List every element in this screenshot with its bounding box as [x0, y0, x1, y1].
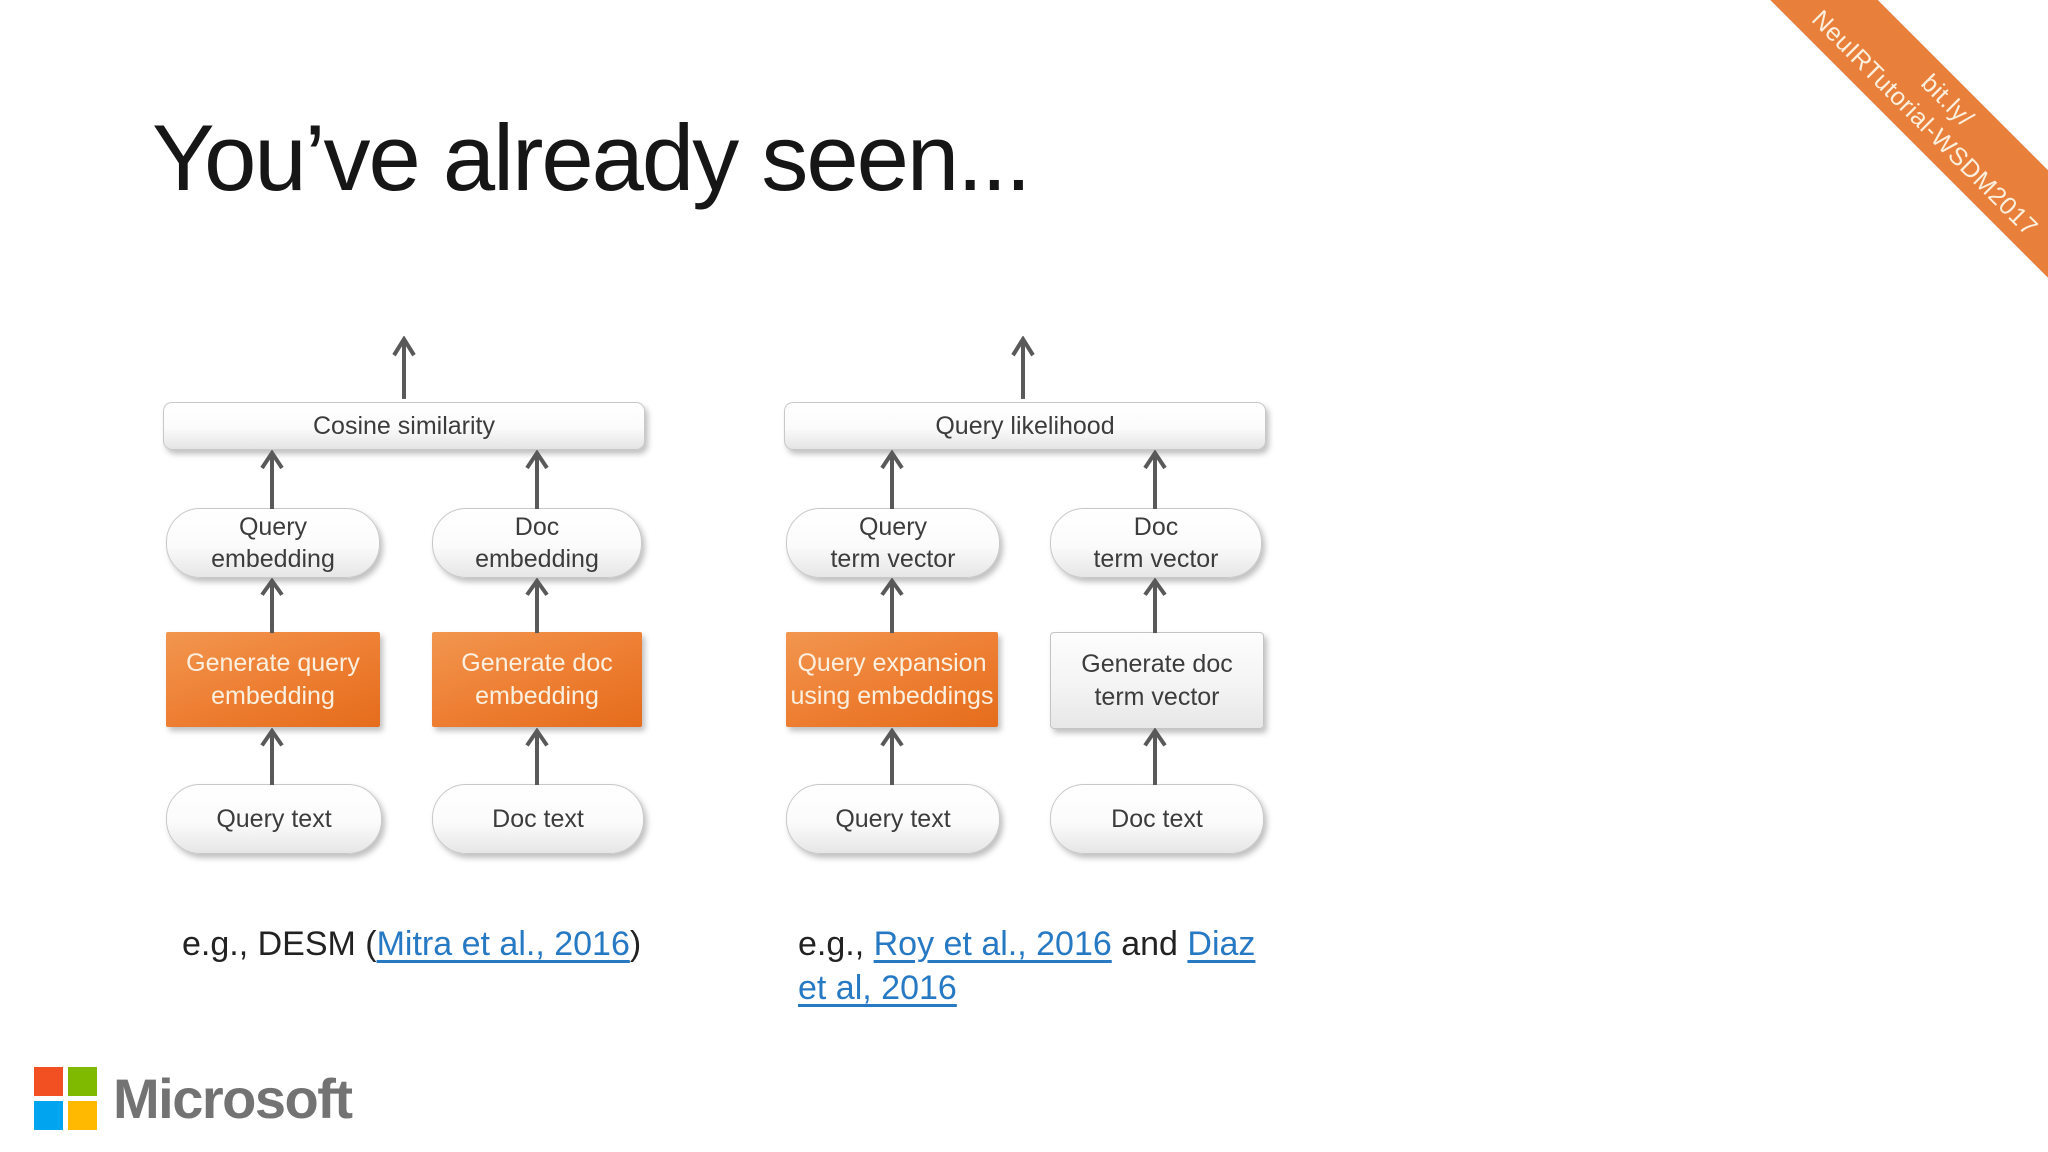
- node-label-line: embedding: [211, 681, 335, 710]
- caption-text: ): [629, 925, 642, 963]
- node-label-line: term vector: [830, 545, 956, 573]
- arrow-up-icon: [525, 450, 549, 509]
- d2-query-expansion-box: Query expansion using embeddings: [786, 632, 998, 727]
- node-label-line: embedding: [475, 681, 599, 710]
- ribbon-line-2: NeuIRTutorial-WSDM2017: [1806, 4, 2044, 242]
- microsoft-logo-icon: [34, 1067, 97, 1130]
- d1-output-bar: Cosine similarity: [163, 402, 645, 450]
- arrow-up-icon: [880, 450, 904, 509]
- ms-square-yellow: [68, 1101, 97, 1130]
- arrow-up-icon: [525, 728, 549, 786]
- node-label-line: Query text: [835, 804, 951, 833]
- d1-generate-query-embedding-box: Generate query embedding: [166, 632, 380, 727]
- d2-output-label: Query likelihood: [935, 411, 1115, 440]
- d1-query-embedding-pill: Query embedding: [166, 508, 380, 578]
- node-label-line: Generate doc: [1081, 650, 1233, 678]
- arrow-up-icon: [1143, 578, 1167, 634]
- ms-square-green: [68, 1067, 97, 1096]
- node-label-line: Query text: [216, 804, 332, 833]
- arrow-up-icon: [260, 728, 284, 786]
- corner-ribbon: bit.ly/ NeuIRTutorial-WSDM2017: [1708, 0, 2048, 340]
- d1-caption: e.g., DESM (Mitra et al., 2016): [182, 922, 641, 966]
- arrow-up-icon: [392, 336, 416, 399]
- d1-query-text-pill: Query text: [166, 784, 382, 854]
- arrow-up-icon: [260, 578, 284, 634]
- node-label-line: Query: [238, 512, 308, 541]
- d2-output-bar: Query likelihood: [784, 402, 1266, 450]
- d2-caption: e.g., Roy et al., 2016 and Diaz et al, 2…: [798, 922, 1283, 1010]
- microsoft-wordmark: Microsoft: [113, 1067, 353, 1130]
- d2-generate-doc-term-vector-box: Generate doc term vector: [1050, 632, 1264, 729]
- citation-link[interactable]: Mitra et al., 2016: [376, 925, 630, 963]
- node-label-line: using embeddings: [790, 681, 994, 710]
- caption-text: and: [1111, 925, 1188, 963]
- node-label-line: Query expansion: [797, 649, 987, 677]
- caption-text: e.g., DESM (: [182, 925, 377, 963]
- citation-link[interactable]: Diaz et al, 2016: [798, 925, 1256, 1008]
- ms-square-blue: [34, 1101, 63, 1130]
- ms-square-red: [34, 1067, 63, 1096]
- node-label-line: Doc: [1133, 512, 1179, 541]
- d2-doc-term-vector-pill: Doc term vector: [1050, 508, 1262, 578]
- d2-doc-text-pill: Doc text: [1050, 784, 1264, 854]
- arrow-up-icon: [1011, 336, 1035, 399]
- d1-generate-doc-embedding-box: Generate doc embedding: [432, 632, 642, 727]
- node-label-line: Doc text: [1111, 804, 1203, 833]
- d2-query-term-vector-pill: Query term vector: [786, 508, 1000, 578]
- arrow-up-icon: [525, 578, 549, 634]
- citation-link[interactable]: Roy et al., 2016: [873, 925, 1112, 963]
- node-label-line: Query: [858, 512, 928, 541]
- d1-doc-text-pill: Doc text: [432, 784, 644, 854]
- arrow-up-icon: [260, 450, 284, 509]
- arrow-up-icon: [1143, 728, 1167, 786]
- arrow-up-icon: [1143, 450, 1167, 509]
- slide-title: You’ve already seen...: [152, 105, 1032, 210]
- node-label-line: Doc text: [492, 804, 584, 833]
- node-label-line: Doc: [514, 512, 560, 541]
- node-label-line: term vector: [1094, 682, 1220, 711]
- node-label-line: Generate query: [186, 649, 360, 677]
- d1-output-label: Cosine similarity: [313, 411, 495, 440]
- microsoft-logo: Microsoft: [34, 1066, 353, 1131]
- caption-text: e.g.,: [798, 925, 874, 963]
- d1-doc-embedding-pill: Doc embedding: [432, 508, 642, 578]
- node-label-line: term vector: [1093, 545, 1219, 573]
- node-label-line: Generate doc: [461, 649, 613, 677]
- arrow-up-icon: [880, 578, 904, 634]
- node-label-line: embedding: [211, 545, 335, 573]
- arrow-up-icon: [880, 728, 904, 786]
- node-label-line: embedding: [475, 545, 599, 573]
- d2-query-text-pill: Query text: [786, 784, 1000, 854]
